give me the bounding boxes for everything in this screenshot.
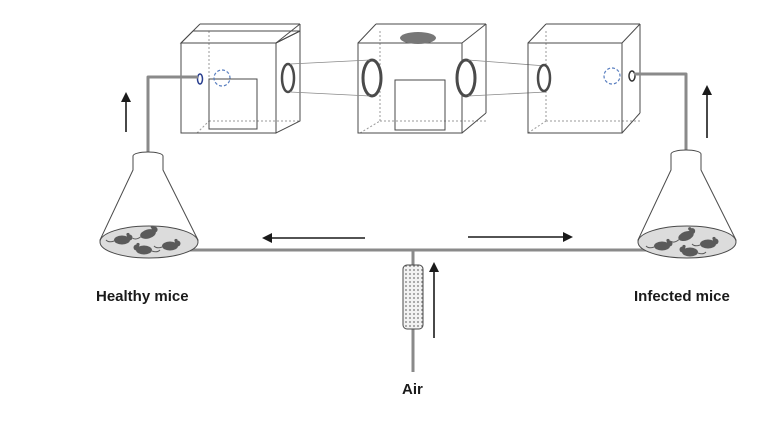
left-cage-door (208, 78, 258, 130)
healthy-mice-label: Healthy mice (96, 288, 189, 305)
flow-arrows (121, 85, 712, 338)
left-cage-inlet (196, 73, 204, 85)
filter-icon (402, 264, 424, 330)
up-arrow-icon (702, 85, 712, 138)
air-label: Air (402, 381, 423, 398)
right-arrow-icon (468, 232, 573, 242)
right-cage-port (536, 63, 552, 93)
left-tube (146, 75, 198, 152)
infected-mice-label: Infected mice (634, 288, 730, 305)
left-cage (179, 23, 301, 134)
middle-cage-right-port (455, 58, 477, 98)
left-cage-port (280, 62, 296, 94)
left-flask (99, 151, 199, 259)
right-tube (634, 72, 688, 150)
middle-cage-left-port (361, 58, 383, 98)
right-cage-outlet (628, 70, 636, 82)
middle-cage-top-hole (400, 32, 436, 44)
up-arrow-icon (121, 92, 131, 132)
right-valve-icon (603, 67, 621, 85)
left-valve-icon (213, 69, 231, 87)
cage-connectors (289, 59, 547, 97)
right-flask (637, 149, 737, 259)
right-cage (527, 23, 641, 134)
left-arrow-icon (262, 233, 365, 243)
middle-cage-door (394, 79, 446, 131)
up-arrow-icon (429, 262, 439, 338)
middle-cage (357, 23, 487, 134)
